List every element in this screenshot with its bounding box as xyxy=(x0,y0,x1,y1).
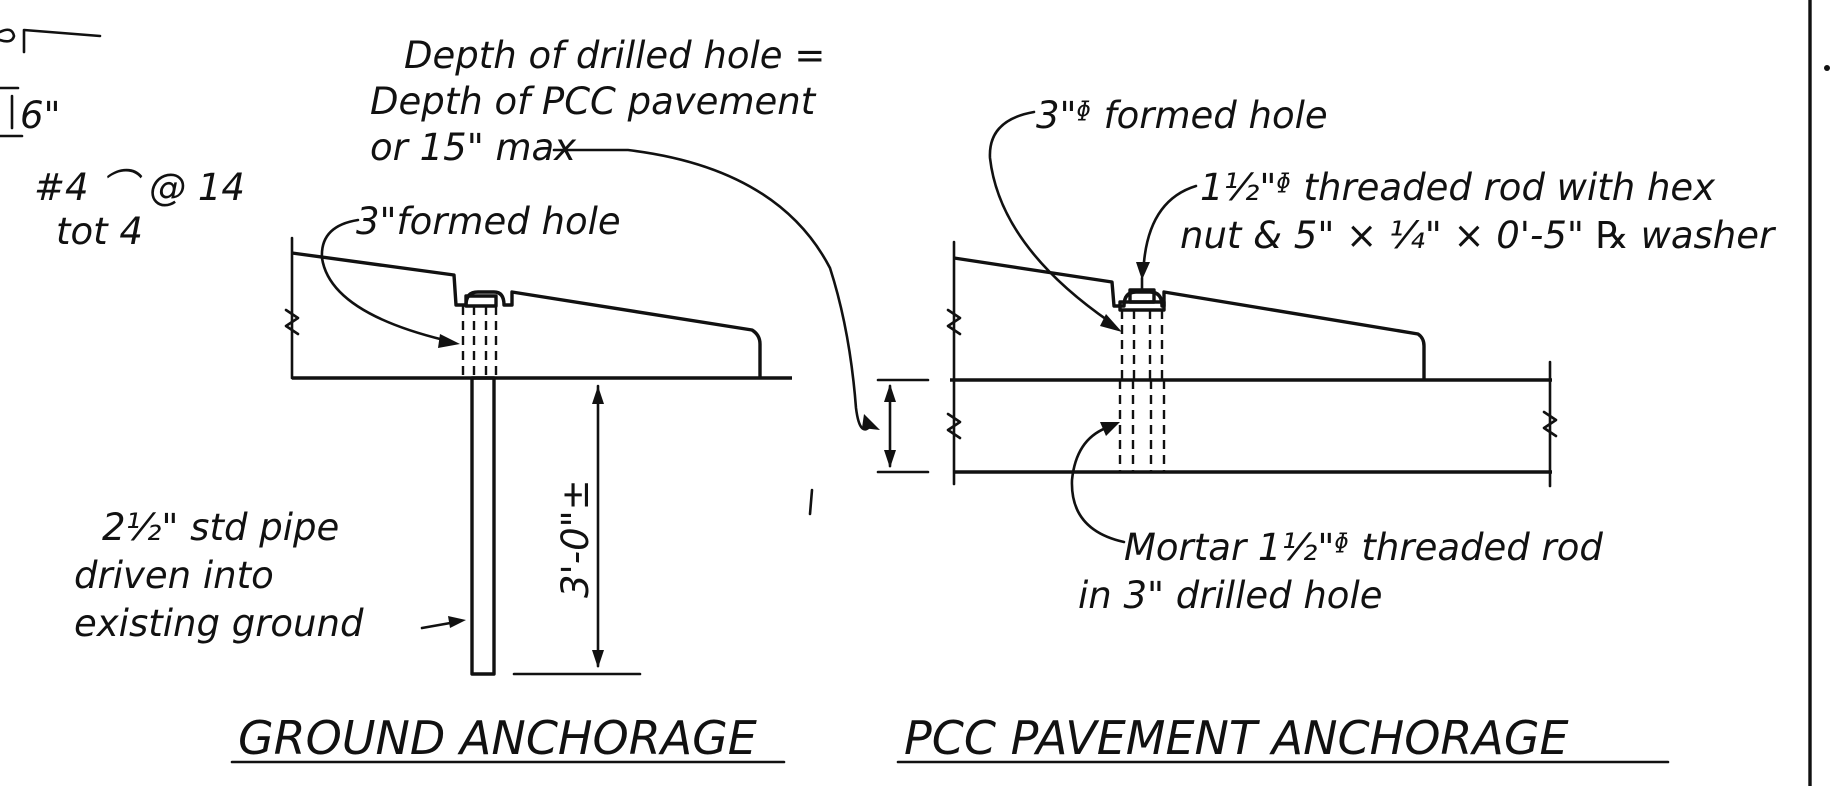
pcc-formed-hole-label: 3"ᶲ formed hole xyxy=(1036,94,1328,137)
ground-break-symbol xyxy=(284,308,300,336)
pcc-anchorage-title: PCC PAVEMENT ANCHORAGE xyxy=(904,711,1569,765)
pcc-rod-leader xyxy=(1142,184,1198,264)
pcc-dim-arrow-bottom xyxy=(884,450,896,468)
depth-note-line-2: Depth of PCC pavement xyxy=(370,80,817,123)
pcc-curb-outline xyxy=(953,256,1426,380)
pcc-break-symbol-top xyxy=(946,308,962,336)
pcc-mortar-arrow xyxy=(1100,422,1120,436)
ground-curb-outline xyxy=(291,251,762,378)
depth-note-line-1: Depth of drilled hole = xyxy=(404,34,825,77)
bar-note-line-2: tot 4 xyxy=(56,210,143,253)
pcc-mortar-note-line-2: in 3" drilled hole xyxy=(1078,574,1383,617)
depth-note-line-3: or 15" max xyxy=(370,126,577,169)
border-dot xyxy=(1824,65,1830,71)
dim-6-label: 6" xyxy=(20,94,61,137)
ground-dim-arrow-top xyxy=(592,386,604,404)
depth-note: Depth of drilled hole = Depth of PCC pav… xyxy=(370,34,880,431)
ground-pipe-note-line-2: driven into xyxy=(74,554,274,597)
ground-anchorage-detail: 3'-0"± 3"formed hole 2½" std pipe driven… xyxy=(74,200,792,765)
ground-pipe-arrow xyxy=(448,616,466,628)
ground-pipe xyxy=(470,376,496,676)
pcc-break-symbol-bottom xyxy=(946,412,962,440)
pcc-mortar-leader xyxy=(1070,426,1126,544)
pcc-anchorage-detail: 3"ᶲ formed hole 1½"ᶲ threaded rod with h… xyxy=(876,94,1777,765)
depth-note-leader xyxy=(552,148,874,431)
pcc-formed-hole-leader xyxy=(988,110,1112,324)
bar-hook-line-top xyxy=(22,28,102,54)
pcc-rod-arrow xyxy=(1136,262,1150,280)
ground-dim-arrow-bottom xyxy=(592,650,604,668)
ground-bolt-cap xyxy=(464,294,498,308)
pcc-mortar-note-line-1: Mortar 1½"ᶲ threaded rod xyxy=(1124,526,1603,569)
top-left-notes: 6" #4 ⌒ @ 14 tot 4 xyxy=(0,28,245,253)
pcc-slab-break-right xyxy=(1542,410,1558,438)
bar-bend-symbol-top xyxy=(0,28,16,43)
ground-formed-hole-label: 3"formed hole xyxy=(356,200,621,243)
pcc-dim-arrow-top xyxy=(884,384,896,402)
pcc-rod-note-line-2: nut & 5" × ¼" × 0'-5" ℞ washer xyxy=(1180,214,1777,257)
ground-formed-hole-arrow xyxy=(438,334,460,348)
ground-anchorage-title: GROUND ANCHORAGE xyxy=(238,711,757,765)
stray-mark xyxy=(808,488,814,516)
ground-pipe-note-line-1: 2½" std pipe xyxy=(102,506,339,549)
ground-pipe-note-line-3: existing ground xyxy=(74,602,364,645)
pcc-rod-note-line-1: 1½"ᶲ threaded rod with hex xyxy=(1200,166,1716,209)
ground-depth-label: 3'-0"± xyxy=(554,479,597,598)
pcc-formed-hole-arrow xyxy=(1100,314,1122,332)
depth-note-arrow xyxy=(862,414,880,430)
bar-note-line-1: #4 ⌒ @ 14 xyxy=(34,166,245,209)
ground-formed-hole-leader xyxy=(320,218,446,342)
